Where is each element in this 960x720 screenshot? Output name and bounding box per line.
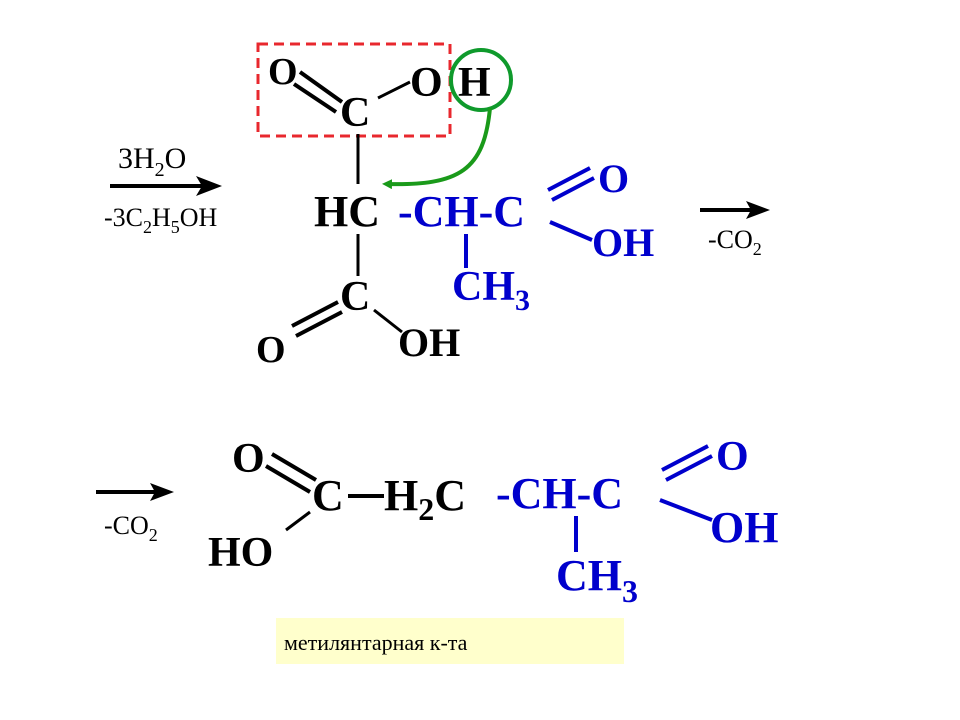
reaction3-cond-sub: 2 [149, 525, 158, 545]
svg-text:H2C: H2C [384, 471, 466, 527]
mol2-right-single-bond [659, 498, 713, 522]
reaction3-cond-main: -CO [104, 511, 149, 540]
mol1-o-right: O [598, 156, 629, 201]
mol2-oh-right: OH [710, 503, 778, 552]
mol2-double-bond-b [264, 464, 312, 494]
svg-text:-3C2H5OH: -3C2H5OH [104, 203, 218, 237]
mol1-c-top: C [340, 90, 370, 136]
mol1-right-single-bond [549, 220, 593, 242]
mol1-h-top: H [458, 60, 491, 106]
reaction2-cond-main: -CO [708, 225, 753, 254]
reaction3-conditions: -CO2 [96, 483, 174, 545]
reaction3-arrowhead [150, 483, 174, 501]
mol1-double-bond-b [292, 82, 338, 114]
cond-part-4: 5 [171, 217, 180, 237]
mol2-o-left: O [232, 436, 265, 482]
reaction1-arrowhead [196, 176, 222, 196]
caption-box [276, 618, 624, 664]
mol2-double-bond-a [270, 452, 318, 482]
mol2-h2c-h: H [384, 471, 418, 520]
reagent-water-main: 3H [118, 142, 155, 175]
mol1-chain: -CH-C [398, 187, 525, 236]
svg-text:-CO2: -CO2 [708, 225, 762, 259]
molecule-1: O C O H HC -CH-C O OH CH3 C O OH [256, 42, 654, 371]
mol1-o-bottom: O [256, 329, 286, 371]
mol1-ch3-sub: 3 [515, 284, 530, 317]
reaction2-conditions: -CO2 [700, 201, 770, 259]
hydrogen-highlight-circle [449, 48, 513, 112]
cond-part-2: 2 [143, 217, 152, 237]
mol1-bottom-double-bond-b [295, 310, 343, 338]
reagent-water-sub: 2 [155, 159, 165, 181]
mol1-o-top: O [268, 51, 298, 93]
reaction2-cond-sub: 2 [753, 239, 762, 259]
svg-text:-CO2: -CO2 [104, 511, 158, 545]
mol2-right-double-bond-a [661, 444, 709, 472]
mol2-chain: -CH-C [496, 469, 623, 518]
mol1-right-double-bond-b [551, 176, 595, 202]
reaction2-arrowhead [746, 201, 770, 219]
mol2-c-left: C [312, 471, 344, 520]
mol1-ch3-main: CH [452, 264, 515, 310]
carboxyl-highlight-box [256, 42, 452, 138]
cond-part-3: H [152, 203, 171, 232]
mol2-ho-left: HO [208, 530, 273, 576]
mol1-bottom-single-bond [373, 308, 403, 334]
mol2-o-right: O [716, 434, 749, 480]
mol2-h2c-c: C [434, 471, 466, 520]
reaction1-conditions: 3H2O -3C2H5OH [104, 142, 222, 237]
mol1-c-o-bond [377, 80, 411, 100]
mol1-oh-right: OH [592, 220, 654, 265]
mol1-c-bottom: C [340, 274, 370, 320]
mol2-ch3-main: CH [556, 551, 622, 600]
mol1-right-double-bond-a [547, 166, 591, 192]
mol1-bottom-double-bond-a [291, 300, 339, 328]
reagent-water-tail: O [165, 142, 187, 175]
svg-text:CH3: CH3 [452, 264, 530, 317]
mol2-right-double-bond-b [665, 454, 713, 482]
mol2-h2c-sub: 2 [418, 491, 434, 527]
mol1-oh-bottom: OH [398, 320, 460, 365]
cond-part-5: OH [180, 203, 218, 232]
mol1-hc: HC [314, 187, 380, 236]
mol2-ch3-sub: 3 [622, 573, 638, 609]
svg-text:CH3: CH3 [556, 551, 638, 609]
cond-part-1: -3C [104, 203, 143, 232]
proton-transfer-arrow [382, 107, 492, 190]
mol1-double-bond-a [298, 70, 344, 104]
svg-text:3H2O: 3H2O [118, 142, 186, 181]
mol2-c-ho-bond [285, 510, 311, 532]
molecule-2: O C HO H2C -CH-C O OH CH3 [208, 434, 778, 609]
product-caption: метилянтарная к-та [284, 630, 468, 655]
mol1-o-top-right: O [410, 60, 443, 106]
